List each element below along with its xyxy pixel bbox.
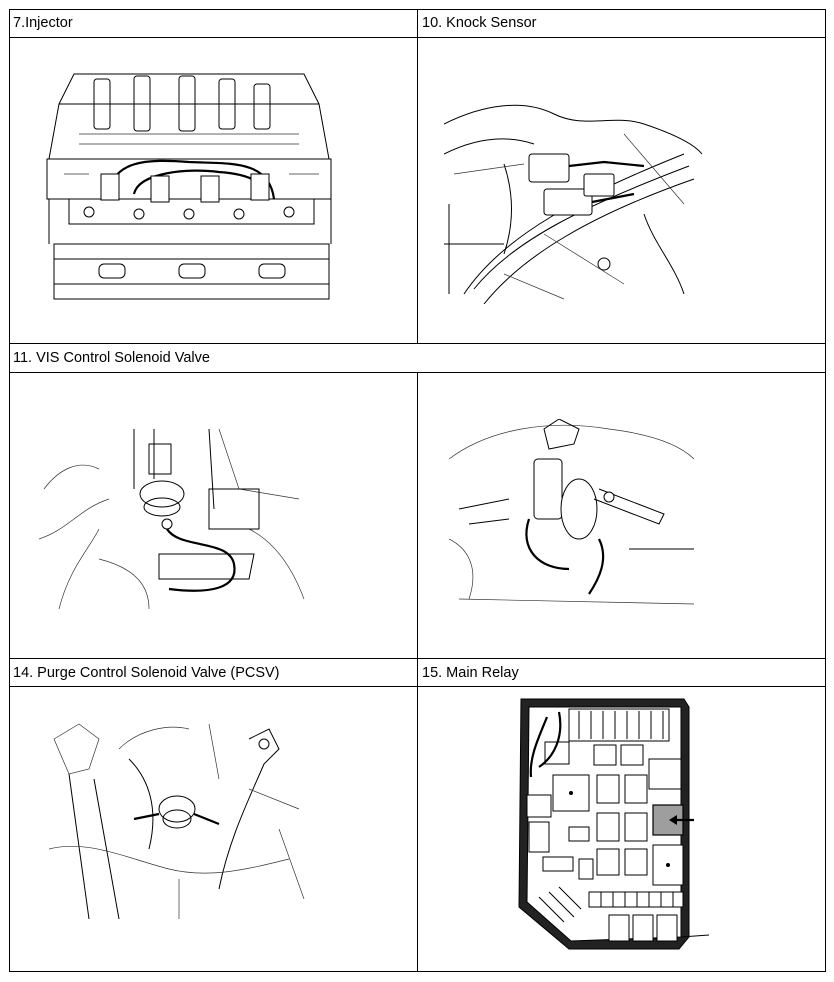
vis-valve-illustration-right [449,419,699,609]
vis-valve-illustration-left [39,429,309,609]
knock-sensor-illustration [444,94,704,304]
pcsv-illustration [49,719,309,919]
cell-title-vis-valve: 11. VIS Control Solenoid Valve [13,350,210,366]
column-divider [417,9,418,344]
cell-title-injector: 7.Injector [13,15,73,31]
cell-title-knock-sensor: 10. Knock Sensor [422,15,537,31]
injector-illustration [39,64,339,304]
cell-title-main-relay: 15. Main Relay [422,665,519,681]
cell-title-pcsv: 14. Purge Control Solenoid Valve (PCSV) [13,665,280,681]
component-table: 7.Injector 10. Knock Sensor 11. VIS Cont… [9,9,826,972]
table-border-left [9,9,10,972]
table-border-right [825,9,826,972]
main-relay-illustration [509,697,709,957]
column-divider [417,372,418,972]
